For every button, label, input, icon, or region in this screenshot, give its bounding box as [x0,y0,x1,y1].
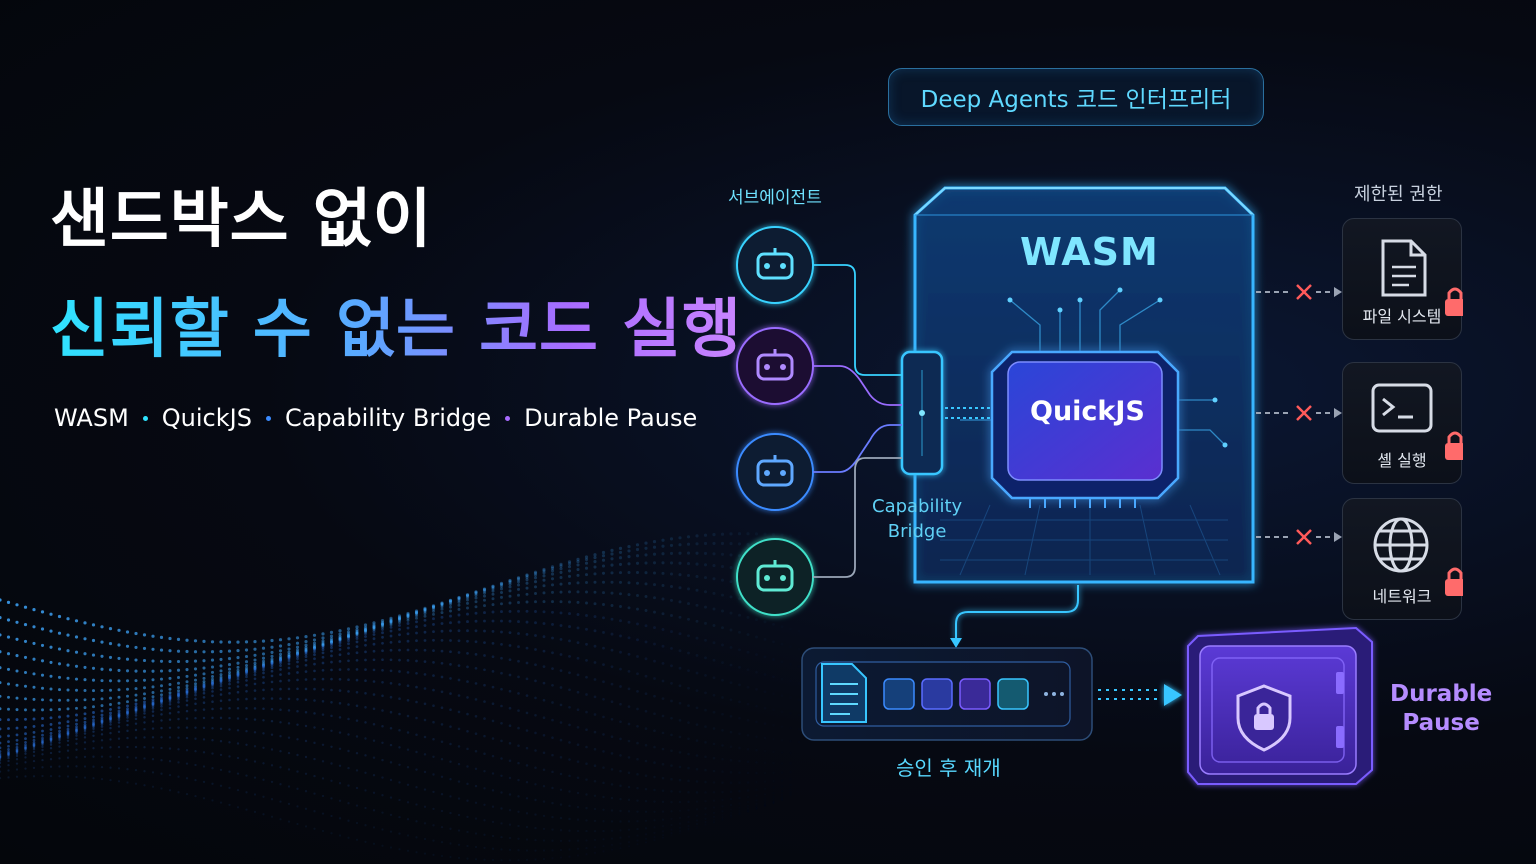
durable-pause-label: Durable Pause [1390,680,1492,738]
quickjs-chip [990,350,1180,508]
bridge-label-line-1: Capability [872,496,963,517]
lock-icon [1445,431,1463,460]
durable-label-line-1: Durable [1390,681,1493,707]
separator-dot [505,415,511,421]
separator-dot [142,415,148,421]
subagent-1 [736,226,814,304]
durable-pause-safe [1187,626,1373,785]
file-icon [1381,239,1427,297]
deny-x-icon [1296,284,1312,545]
document-icon [821,663,867,723]
terminal-icon [1371,383,1433,433]
separator-dot [265,415,271,421]
permission-label: 네트워크 [1372,587,1432,606]
wasm-label: WASM [1020,230,1159,274]
permission-shell: 셸 실행 [1342,362,1463,484]
globe-icon [1373,517,1429,573]
tag-durable-pause: Durable Pause [524,404,698,432]
bridge-label-line-2: Bridge [887,521,947,542]
lock-icon [1445,287,1463,316]
permission-label: 파일 시스템 [1362,307,1442,326]
shield-lock-icon [1236,684,1292,752]
agent-connectors [813,264,902,578]
permission-network: 네트워크 [1342,498,1463,620]
resume-label: 승인 후 재개 [896,756,1001,780]
headline-line-1: 샌드박스 없이 [50,183,433,257]
headline-line-2: 신뢰할 수 없는 코드 실행 [50,278,742,370]
lock-icon [1445,567,1463,596]
tag-list: WASM QuickJS Capability Bridge Durable P… [54,404,697,432]
bridge-label: Capability Bridge [872,494,962,544]
subagents-title: 서브에이전트 [728,188,822,208]
capability-bridge [900,350,990,476]
pause-arrow [1098,684,1182,706]
subagent-3 [736,433,814,511]
quickjs-label: QuickJS [1030,396,1145,427]
permission-label: 셸 실행 [1377,451,1427,470]
resume-connector [955,585,1079,640]
subagent-4 [736,538,814,616]
tag-wasm: WASM [54,404,129,432]
interpreter-label: Deep Agents 코드 인터프리터 [888,68,1264,126]
durable-label-line-2: Pause [1402,710,1480,736]
subagent-2 [736,327,814,405]
permission-file-system: 파일 시스템 [1342,218,1463,340]
permissions-title: 제한된 권한 [1354,184,1443,205]
denied-connections [1256,284,1342,545]
tag-capability-bridge: Capability Bridge [284,404,492,432]
tag-quickjs: QuickJS [161,404,252,432]
execution-queue [801,647,1093,741]
